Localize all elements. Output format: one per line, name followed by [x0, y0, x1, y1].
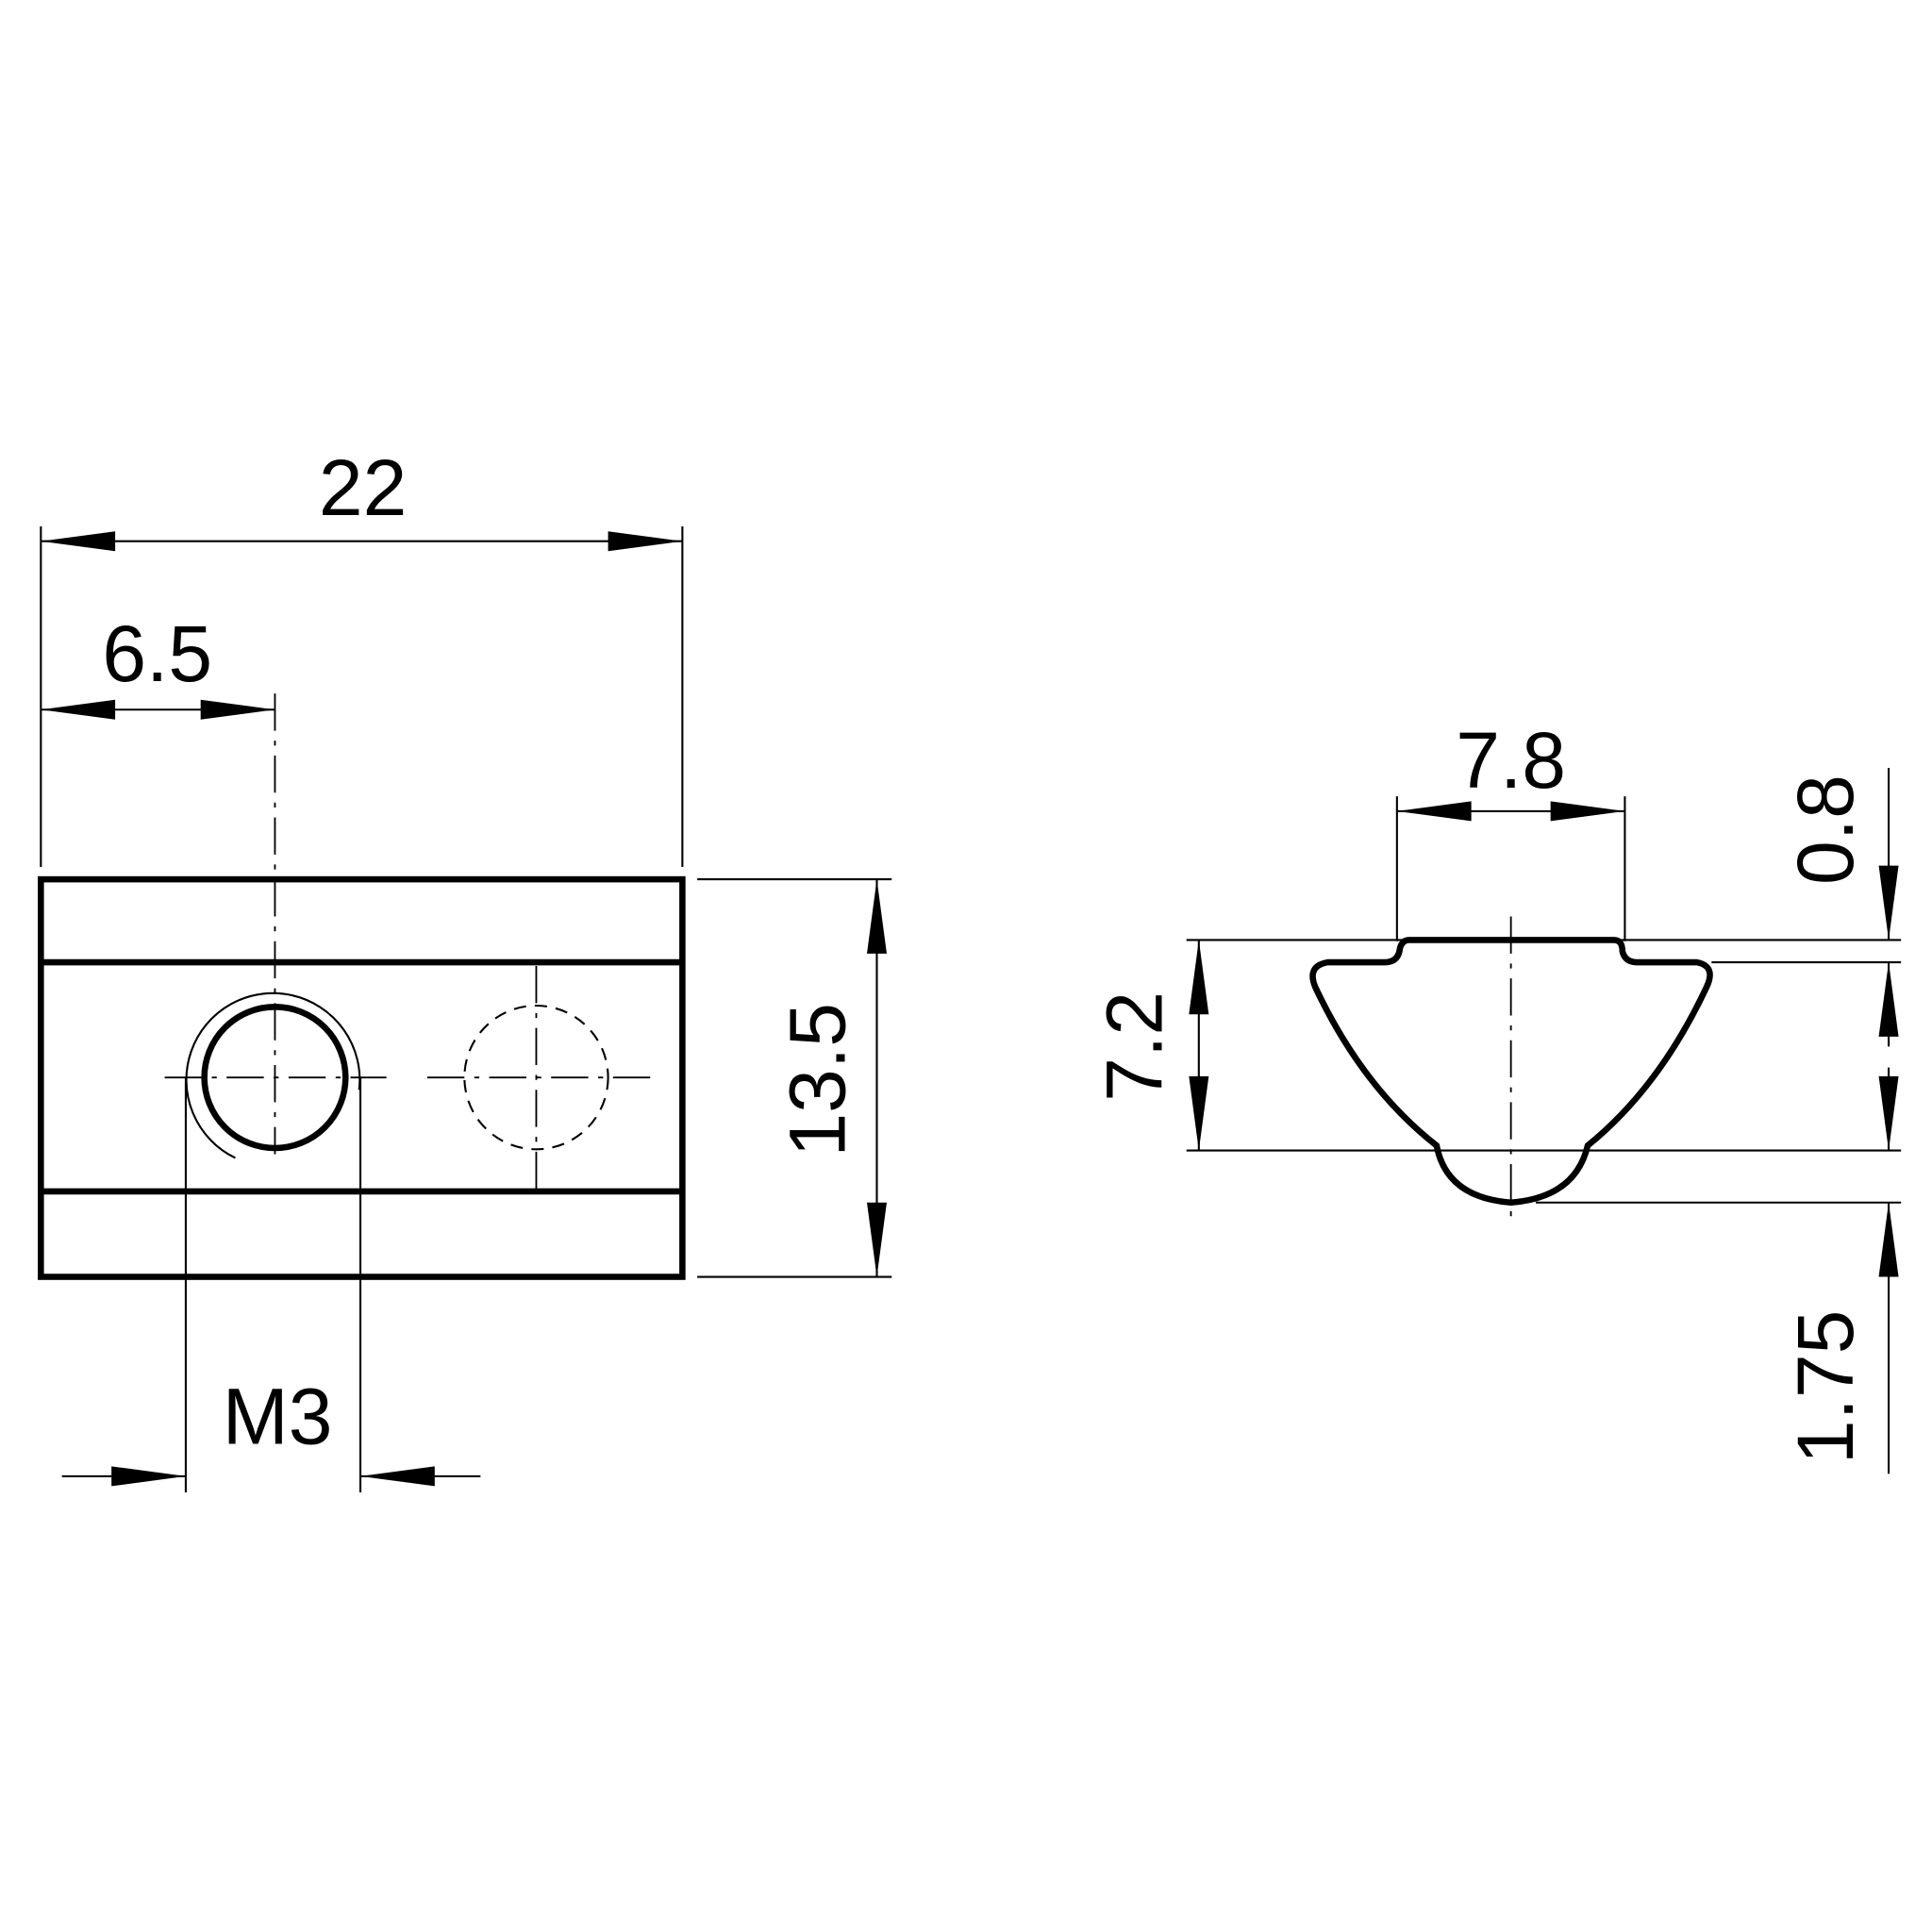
dim-height-label: 13.5: [773, 1003, 861, 1158]
arrow-head: [1189, 940, 1209, 1015]
arrow-head: [1878, 865, 1899, 941]
arrow-head: [41, 531, 116, 552]
arrow-head: [866, 879, 887, 954]
arrow-head: [1396, 801, 1472, 822]
arrow-head: [360, 1466, 435, 1487]
arrow-head: [1878, 1202, 1899, 1277]
thread-arc: [185, 991, 361, 1159]
arrow-head: [1550, 801, 1625, 822]
arrow-head: [1878, 1075, 1899, 1151]
dim-lip-label: 0.8: [1781, 774, 1870, 885]
dim-bump-label: 1.75: [1781, 1310, 1870, 1465]
t-nut-profile: [1309, 937, 1713, 1207]
arrow-head: [200, 699, 275, 720]
arrow-head: [608, 531, 683, 552]
front-view: 22 6.5 13.5 M3: [38, 443, 892, 1492]
dim-top-width-label: 7.8: [1456, 716, 1566, 805]
dim-thread-label: M3: [223, 1373, 333, 1461]
nut-body-outline: [38, 875, 686, 1280]
arrow-head: [41, 699, 116, 720]
arrow-head: [866, 1202, 887, 1277]
arrow-head: [1189, 1075, 1209, 1151]
hidden-hole: [463, 1004, 609, 1151]
arrow-head: [111, 1466, 186, 1487]
dim-length-label: 22: [319, 443, 407, 532]
dim-hole-offset-label: 6.5: [102, 609, 212, 698]
side-view: 7.8 7.2 0.8 1.75: [1090, 716, 1902, 1474]
arrow-head: [1878, 962, 1899, 1037]
dim-total-height-label: 7.2: [1090, 991, 1178, 1102]
